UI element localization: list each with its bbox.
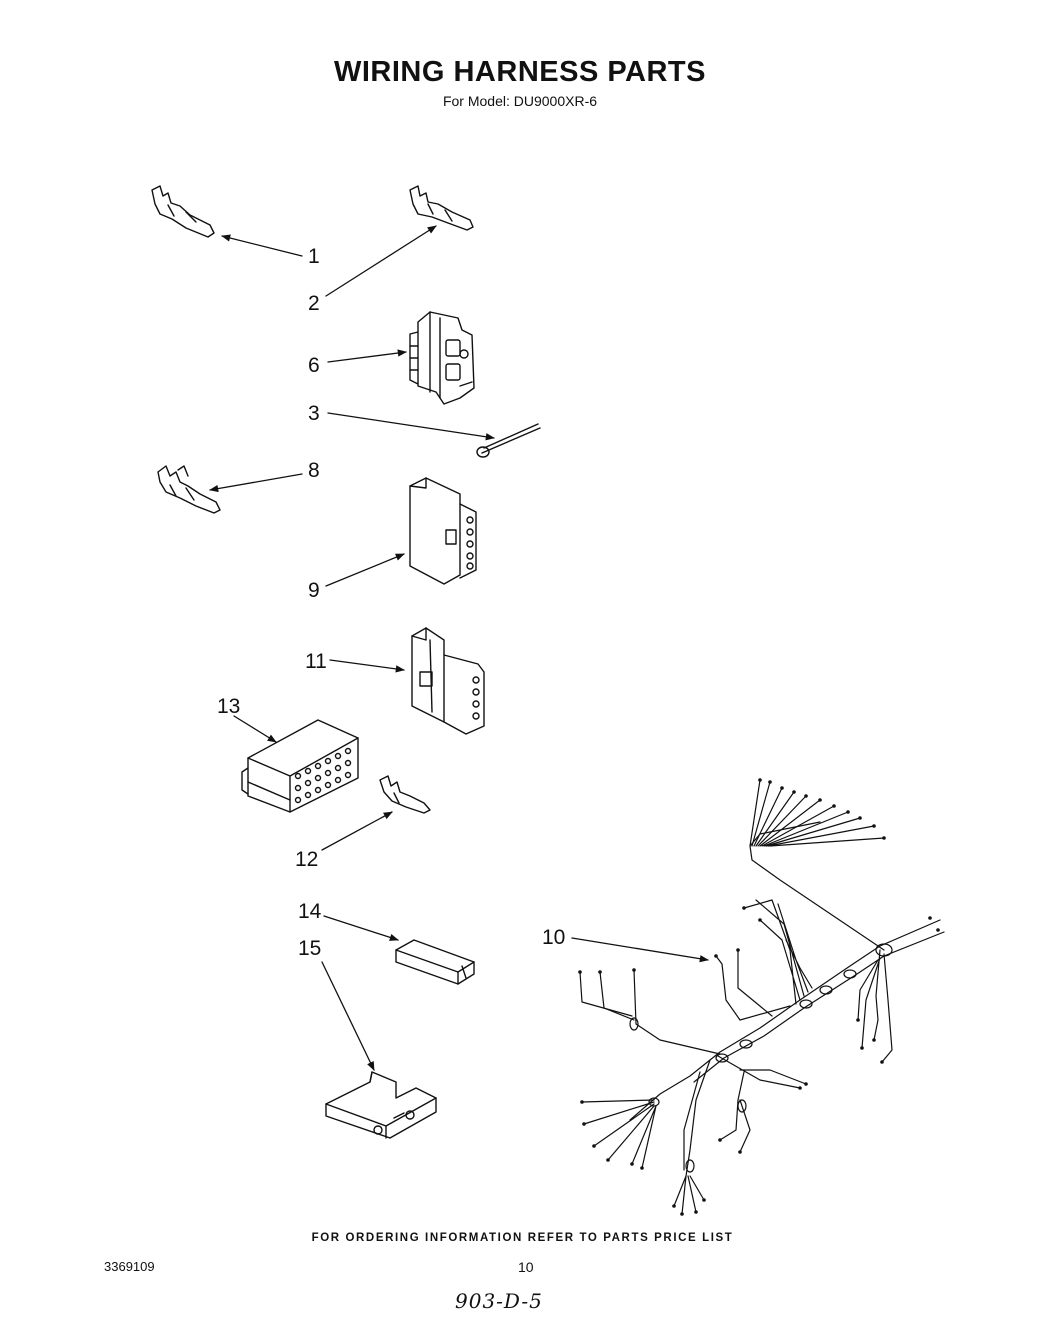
- housing-part-14-icon: [395, 939, 475, 985]
- callout-9: 9: [308, 579, 320, 602]
- pin-part-3-icon: [476, 423, 541, 458]
- callout-13: 13: [217, 695, 241, 718]
- callout-15: 15: [298, 937, 322, 960]
- terminal-part-1-icon: [151, 185, 215, 238]
- callout-10: 10: [542, 926, 566, 949]
- terminal-part-2-icon: [409, 185, 474, 231]
- document-part-number: 3369109: [104, 1259, 155, 1274]
- callout-2: 2: [308, 292, 320, 315]
- ordering-note: FOR ORDERING INFORMATION REFER TO PARTS …: [311, 1232, 734, 1244]
- model-subtitle: For Model: DU9000XR-6: [442, 93, 598, 109]
- terminal-part-8-icon: [157, 465, 221, 514]
- connector-block-part-13-icon: [241, 719, 359, 813]
- connector-part-6-icon: [409, 311, 475, 405]
- connector-part-11-icon: [411, 627, 485, 735]
- page-number: 10: [518, 1259, 534, 1275]
- callout-1: 1: [308, 245, 320, 268]
- terminal-part-12-icon: [379, 775, 431, 814]
- callout-11: 11: [305, 650, 327, 673]
- leader-arrows: [209, 225, 709, 1071]
- housing-part-15-icon: [325, 1071, 437, 1139]
- callout-3: 3: [308, 402, 320, 425]
- callout-6: 6: [308, 354, 320, 377]
- callout-12: 12: [295, 848, 319, 871]
- page-title: WIRING HARNESS PARTS: [334, 56, 706, 88]
- callout-14: 14: [298, 900, 322, 923]
- callout-8: 8: [308, 459, 320, 482]
- connector-part-9-icon: [409, 477, 477, 585]
- wire-harness-part-10-icon: [578, 778, 945, 1216]
- handwritten-code: 903-D-5: [455, 1289, 543, 1313]
